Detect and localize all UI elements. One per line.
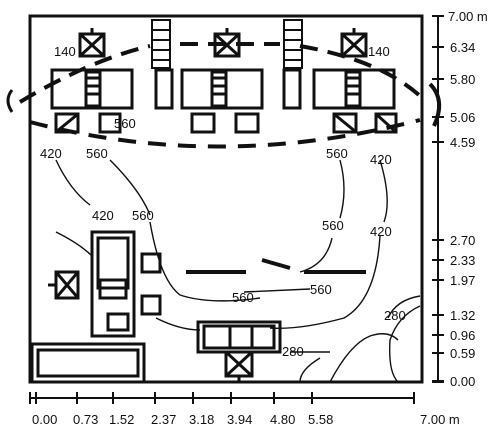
right-axis-tick-label: 6.34 [450,40,475,55]
contour-labels: 140 140 560 420 560 560 420 420 560 560 … [40,44,406,359]
label-560-right-top: 560 [326,146,348,161]
label-560-top: 560 [114,116,136,131]
bottom-axis-tick-label: 1.52 [109,412,134,427]
bottom-axis [29,392,415,404]
label-280-bottom: 280 [282,344,304,359]
label-560-bottom-a: 560 [232,290,254,305]
label-560-mid: 560 [132,208,154,223]
right-axis-tick-label: 4.59 [450,135,475,150]
label-560-right-mid: 560 [322,218,344,233]
column-blocks [154,68,302,110]
bottom-axis-tick-label: 0.00 [32,412,57,427]
right-axis-tick-label: 5.80 [450,72,475,87]
right-axis-unit-label: 7.00 m [448,9,488,24]
label-560-bottom-b: 560 [310,282,332,297]
desk-cluster-right [312,68,396,110]
top-fixture-right [340,28,368,58]
label-420-right-top: 420 [370,152,392,167]
window-ladder-left [151,19,171,69]
contour-140-dashed [18,42,422,104]
window-ladder-right [283,19,303,69]
chairs-top-row [54,112,398,134]
left-wall-fixture [6,89,14,113]
desk-cluster-center [180,68,264,110]
right-axis-tick-label: 0.00 [450,374,475,389]
bottom-left-cabinet [30,342,146,384]
label-420-mid: 420 [92,208,114,223]
label-280-right: 280 [384,308,406,323]
label-420-left: 420 [40,146,62,161]
bottom-axis-tick-label: 3.18 [189,412,214,427]
right-axis-tick-label: 0.59 [450,346,475,361]
label-560-left: 560 [86,146,108,161]
right-axis-tick-label: 0.96 [450,328,475,343]
middle-dashed-line [186,258,366,274]
bottom-axis-tick-label: 2.37 [151,412,176,427]
label-140-left: 140 [54,44,76,59]
right-axis [432,15,444,383]
desk-cluster-left [50,68,134,110]
label-420-right-mid: 420 [370,224,392,239]
bottom-axis-tick-label: 5.58 [308,412,333,427]
contour-lines [55,159,421,383]
bottom-axis-tick-label: 3.94 [227,412,252,427]
top-fixture-left [78,28,106,58]
room-outline [28,14,424,384]
label-140-right: 140 [368,44,390,59]
bottom-center-desk [196,320,282,382]
right-axis-ticks: 6.34 5.80 5.06 4.59 2.70 2.33 1.97 1.32 0.96 0.59… [432,40,475,389]
contour-560-dashed [29,118,421,149]
right-axis-tick-label: 2.33 [450,253,475,268]
bottom-axis-end-label: 7.00 m [420,412,460,427]
right-axis-tick-label: 1.32 [450,308,475,323]
right-axis-tick-label: 2.70 [450,233,475,248]
bottom-axis-tick-label: 0.73 [73,412,98,427]
bottom-axis-tick-label: 4.80 [270,412,295,427]
right-axis-tick-label: 1.97 [450,273,475,288]
left-desk-group [48,230,162,338]
right-axis-tick-label: 5.06 [450,110,475,125]
bottom-axis-ticks: 0.00 0.73 1.52 2.37 3.18 3.94 4.80 5.58 [32,392,333,427]
